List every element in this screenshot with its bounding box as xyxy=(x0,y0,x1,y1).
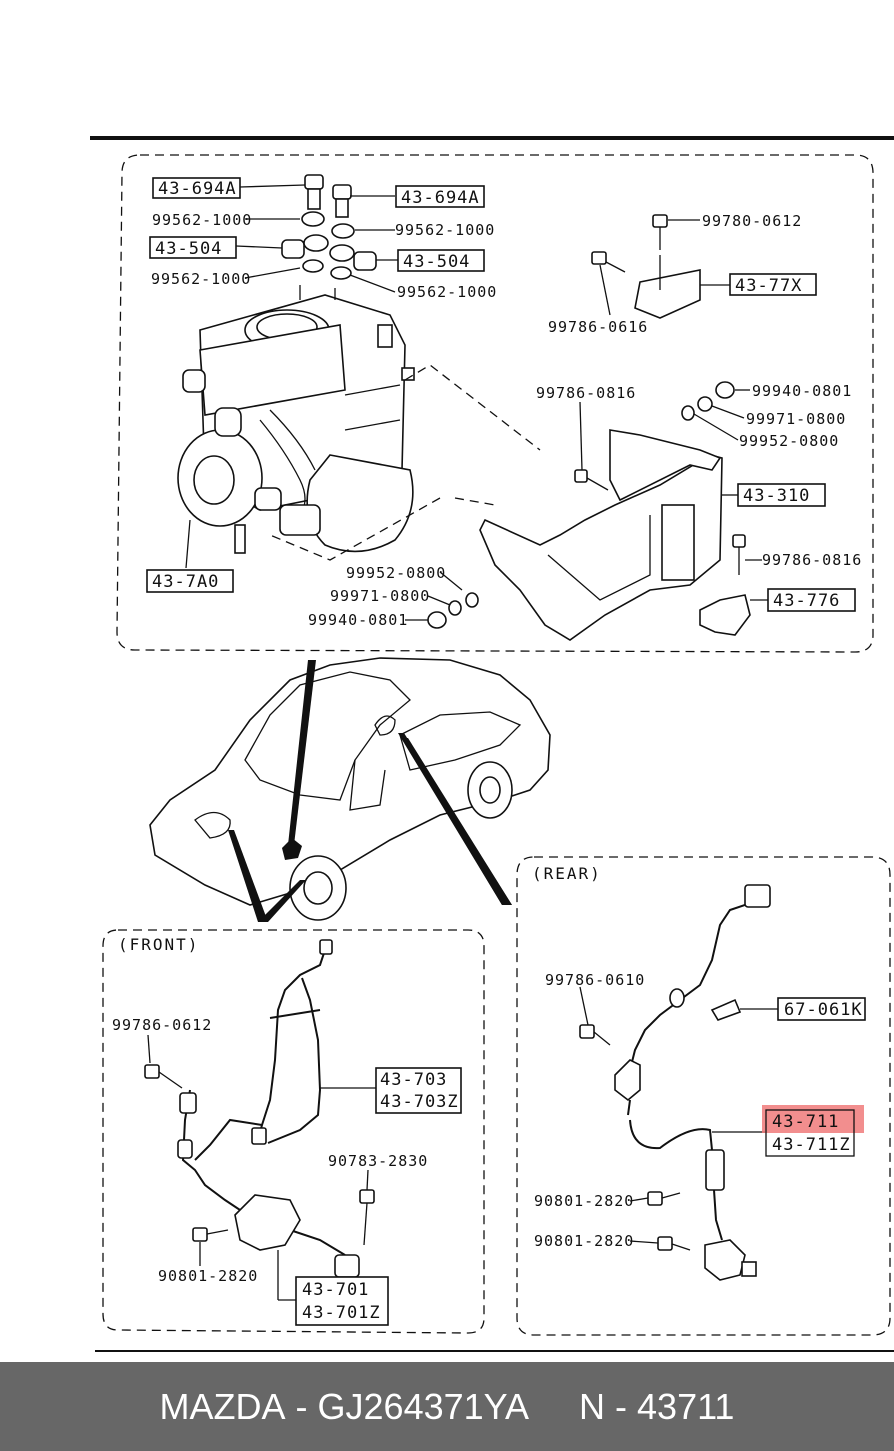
label-99786-0616: 99786-0616 xyxy=(548,318,648,336)
label-99786-0816-right: 99786-0816 xyxy=(762,551,862,569)
abs-unit-dashed-border xyxy=(116,154,874,653)
label-99952-0800-top: 99952-0800 xyxy=(739,432,839,450)
label-43-701Z: 43-701Z xyxy=(302,1303,381,1323)
label-99786-0612: 99786-0612 xyxy=(112,1016,212,1034)
label-99562-1000-b: 99562-1000 xyxy=(395,221,495,239)
label-43-504-right: 43-504 xyxy=(403,252,470,272)
rear-section-title: (REAR) xyxy=(532,864,602,883)
label-43-703Z: 43-703Z xyxy=(380,1092,459,1112)
label-99562-1000-d: 99562-1000 xyxy=(397,283,497,301)
part-footer-bar: MAZDA - GJ264371YA N - 43711 xyxy=(0,1362,894,1451)
label-43-504-left: 43-504 xyxy=(155,239,222,259)
label-43-7A0: 43-7A0 xyxy=(152,572,219,592)
label-43-711Z: 43-711Z xyxy=(772,1135,851,1155)
label-43-701: 43-701 xyxy=(302,1280,369,1300)
label-99940-0801-top: 99940-0801 xyxy=(752,382,852,400)
main-bracket xyxy=(427,381,751,641)
label-90783-2830: 90783-2830 xyxy=(328,1152,428,1170)
label-99786-0816-top: 99786-0816 xyxy=(536,384,636,402)
small-bracket xyxy=(591,214,701,319)
label-43-703: 43-703 xyxy=(380,1070,447,1090)
label-43-711: 43-711 xyxy=(772,1112,839,1132)
label-99780-0612: 99780-0612 xyxy=(702,212,802,230)
label-90801-2820-rear-a: 90801-2820 xyxy=(534,1192,634,1210)
front-section-title: (FRONT) xyxy=(118,935,199,954)
footer-part-number: GJ264371YA xyxy=(317,1385,530,1427)
label-99940-0801-bottom: 99940-0801 xyxy=(308,611,408,629)
front-sensor-section: (FRONT) 99786-0612 43-703 43-703Z 90783-… xyxy=(102,929,485,1334)
fittings-stack xyxy=(281,174,377,280)
parts-diagram: 43-694A 43-694A 99562-1000 99562-1000 43… xyxy=(90,136,894,1352)
front-dashed-border xyxy=(102,929,485,1334)
label-99971-0800-top: 99971-0800 xyxy=(746,410,846,428)
label-43-310: 43-310 xyxy=(743,486,810,506)
label-99971-0800-bottom: 99971-0800 xyxy=(330,587,430,605)
label-99786-0610: 99786-0610 xyxy=(545,971,645,989)
label-43-77X: 43-77X xyxy=(735,276,802,296)
rear-dashed-border xyxy=(516,856,891,1336)
label-43-776: 43-776 xyxy=(773,591,840,611)
abs-unit-section: 43-694A 43-694A 99562-1000 99562-1000 43… xyxy=(116,154,874,653)
label-99952-0800-bottom: 99952-0800 xyxy=(346,564,446,582)
label-99562-1000-a: 99562-1000 xyxy=(152,211,252,229)
top-leader-lines xyxy=(185,184,768,621)
hydraulic-unit xyxy=(177,285,415,554)
rear-sensor-section: (REAR) 99786-0610 67-061K 43-711 43-711 xyxy=(516,856,891,1336)
footer-brand: MAZDA xyxy=(159,1385,286,1427)
label-90801-2820-rear-b: 90801-2820 xyxy=(534,1232,634,1250)
label-67-061K: 67-061K xyxy=(784,1000,863,1020)
label-43-694A-right: 43-694A xyxy=(401,188,480,208)
label-43-694A-left: 43-694A xyxy=(158,179,237,199)
label-99562-1000-c: 99562-1000 xyxy=(151,270,251,288)
car-outline xyxy=(149,657,551,922)
footer-callout: N - 43711 xyxy=(579,1385,735,1427)
label-90801-2820-front: 90801-2820 xyxy=(158,1267,258,1285)
